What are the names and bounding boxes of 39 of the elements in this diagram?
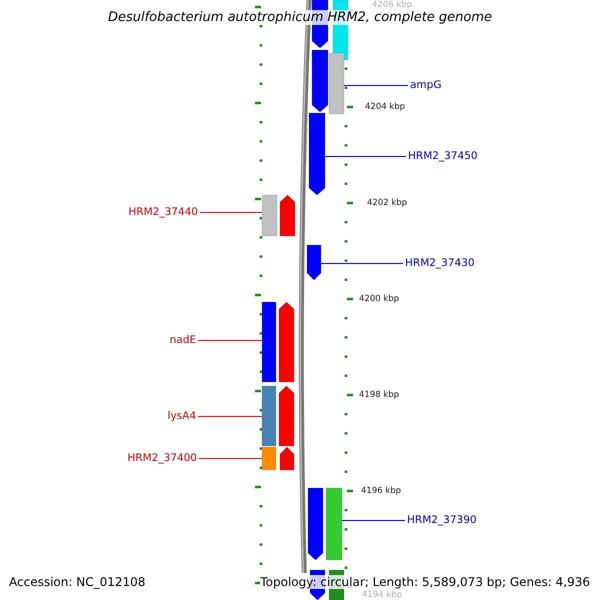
gene-shape [326, 488, 342, 560]
scale-label: 4198 kbp [359, 390, 400, 400]
gene-label: HRM2_37430 [405, 257, 475, 270]
gene-shape [308, 488, 323, 560]
scale-label: 4204 kbp [365, 102, 406, 112]
gene-shape [309, 113, 325, 195]
gene-label: HRM2_37440 [128, 206, 198, 219]
leader-line [324, 156, 406, 157]
gene-shape [280, 447, 294, 470]
scale-label: 4194 kbp [362, 590, 402, 600]
footer-text: Accession: NC_012108 [9, 575, 146, 589]
gene-shape [262, 386, 276, 446]
leader-line [198, 458, 262, 459]
gene-shape [329, 53, 344, 114]
gene-shape [312, 50, 328, 112]
gene-label: nadE [170, 334, 196, 347]
scale-label: 4196 kbp [361, 486, 402, 496]
gene-shape [307, 245, 321, 280]
leader-line [198, 340, 262, 341]
leader-line [320, 263, 404, 264]
gene-shape [280, 195, 295, 236]
gene-shape [262, 195, 277, 236]
gene-label: ampG [410, 79, 442, 92]
diagram-title: Desulfobacterium autotrophicum HRM2, complete genome [108, 10, 492, 25]
gene-label: HRM2_37450 [408, 150, 478, 163]
gene-label: HRM2_37400 [127, 452, 197, 465]
gene-label: lysA4 [168, 410, 196, 423]
scale-label: 4200 kbp [359, 294, 400, 304]
gene-shape [262, 302, 276, 382]
gene-label: HRM2_37390 [407, 514, 477, 527]
scale-label: 4206 kbp [372, 0, 412, 10]
gene-shape [262, 447, 276, 470]
leader-line [342, 520, 406, 521]
leader-line [200, 212, 262, 213]
footer-text: Topology: circular; Length: 5,589,073 bp; Genes: 4,936 [260, 575, 590, 589]
leader-line [344, 85, 408, 86]
gene-shape [279, 302, 294, 382]
leader-line [198, 416, 262, 417]
scale-label: 4202 kbp [367, 198, 408, 208]
